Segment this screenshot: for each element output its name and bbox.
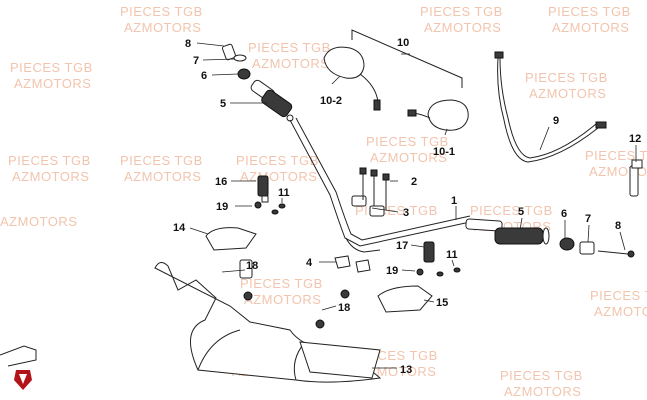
watermark-text: AZMOTORS	[124, 169, 201, 184]
watermark-text: PIECES TGB	[120, 4, 203, 19]
callout-10: 10	[397, 37, 409, 49]
switch-parts	[254, 175, 461, 277]
callout-19: 19	[386, 265, 398, 277]
callout-2: 2	[411, 176, 417, 188]
watermark-text: PIECES TGB	[366, 134, 449, 149]
callout-layer: 8 7 6 5 10 10-2 10-1 9 12 1 2 3 4 5 6 7 …	[173, 37, 641, 376]
watermark-text: PIECES TGB	[8, 153, 91, 168]
callout-12: 12	[629, 133, 641, 145]
callout-13: 13	[400, 364, 412, 376]
callout-10-2: 10-2	[320, 95, 342, 107]
watermark-text: AZMOTORS	[12, 169, 89, 184]
watermark-text: PIECES TGB	[10, 60, 93, 75]
watermark-text: PIECES TGB	[470, 203, 553, 218]
watermark-text: AZMOTORS	[244, 292, 321, 307]
callout-15: 15	[436, 297, 448, 309]
watermark-text: PIECES TGB	[420, 4, 503, 19]
leader-lines	[189, 42, 637, 369]
callout-7: 7	[193, 55, 199, 67]
callout-6: 6	[201, 70, 207, 82]
watermark-text: PIECES TGB	[240, 276, 323, 291]
watermark-text: AZMOTORS	[594, 304, 647, 319]
handlebar	[289, 117, 471, 273]
watermark-text: PIECES TGB	[120, 153, 203, 168]
watermark-text: AZMOTORS	[552, 20, 629, 35]
callout-4: 4	[306, 257, 313, 269]
watermark-text: AZMOTORS	[424, 20, 501, 35]
callout-11: 11	[278, 187, 290, 199]
callout-8: 8	[185, 38, 191, 50]
callout-18: 18	[246, 260, 258, 272]
watermark-text: PIECES TGB	[248, 40, 331, 55]
callout-3: 3	[403, 207, 409, 219]
callout-9: 9	[553, 115, 559, 127]
right-grip-assembly	[465, 218, 635, 258]
watermark-text: PIECES TGB	[236, 153, 319, 168]
brand-badge	[0, 345, 37, 390]
watermark-text: PIECES TGB	[548, 4, 631, 19]
callout-16: 16	[215, 176, 227, 188]
callout-5: 5	[518, 206, 524, 218]
callout-7: 7	[585, 213, 591, 225]
callout-1: 1	[451, 195, 457, 207]
watermark-layer: PIECES TGB AZMOTORS PIECES TGB AZMOTORS …	[0, 4, 647, 399]
callout-11: 11	[446, 249, 458, 261]
callout-18: 18	[338, 302, 350, 314]
handlebar-cover	[154, 227, 433, 383]
watermark-text: AZMOTORS	[529, 86, 606, 101]
callout-6: 6	[561, 208, 567, 220]
callout-19: 19	[216, 201, 228, 213]
watermark-text: AZMOTORS	[14, 76, 91, 91]
cable-clip	[629, 159, 643, 197]
watermark-text: PIECES TGB	[585, 148, 647, 163]
throttle-cable	[494, 51, 607, 163]
watermark-text: AZMOTORS	[240, 169, 317, 184]
watermark-text: AZMOTORS	[0, 214, 77, 229]
callout-14: 14	[173, 222, 186, 234]
callout-17: 17	[396, 240, 408, 252]
watermark-text: PIECES TGB	[500, 368, 583, 383]
watermark-text: AZMOTORS	[504, 384, 581, 399]
callout-5: 5	[220, 98, 226, 110]
watermark-text: AZMOTORS	[252, 56, 329, 71]
watermark-text: AZMOTORS	[124, 20, 201, 35]
watermark-text: PIECES TGB	[525, 70, 608, 85]
callout-10-1: 10-1	[433, 146, 455, 158]
watermark-text: PIECES TGB	[355, 203, 438, 218]
watermark-text: PIECES TGB	[590, 288, 647, 303]
watermark-text: AZMOTORS	[370, 150, 447, 165]
callout-8: 8	[615, 220, 621, 232]
